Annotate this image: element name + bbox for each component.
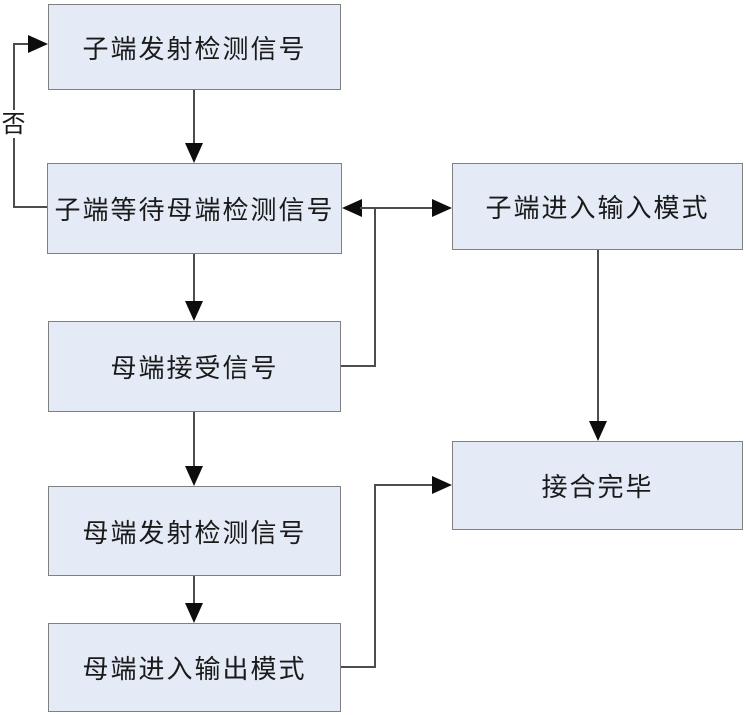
arrowhead-down-n6-icon <box>589 421 607 441</box>
connector-n4-n6-top <box>374 484 433 486</box>
connector-n2-n3-stem <box>193 412 195 467</box>
flow-node-child-enter-input-mode: 子端进入输入模式 <box>452 163 743 250</box>
arrowhead-left-n1-icon <box>342 199 362 217</box>
flow-node-child-wait-mother-signal: 子端等待母端检测信号 <box>47 163 342 254</box>
flow-node-child-transmit-signal: 子端发射检测信号 <box>48 4 341 90</box>
connector-n4-n6-bottom <box>341 666 375 668</box>
connector-no-loop-bottom <box>13 206 47 208</box>
edge-label-no: 否 <box>0 110 27 138</box>
flow-node-mother-enter-output-mode: 母端进入输出模式 <box>48 623 341 712</box>
connector-n2-junction-vertical <box>374 208 376 367</box>
arrowhead-right-n6-icon <box>432 476 452 494</box>
connector-n1-n2-stem <box>193 254 195 302</box>
arrowhead-right-n5-icon <box>432 199 452 217</box>
arrowhead-down-n4-icon <box>185 603 203 623</box>
connector-n3-n4-stem <box>193 576 195 604</box>
connector-no-loop-top <box>13 43 30 45</box>
connector-n4-n6-vertical <box>374 485 376 668</box>
arrowhead-down-n3-icon <box>185 466 203 486</box>
flow-node-mother-transmit-signal: 母端发射检测信号 <box>48 486 341 576</box>
flow-node-mother-receive-signal: 母端接受信号 <box>48 321 341 412</box>
connector-n5-n6-stem <box>597 250 599 422</box>
arrowhead-down-n2-icon <box>185 301 203 321</box>
arrowhead-down-n1-icon <box>185 143 203 163</box>
connector-n2-junction-horizontal <box>341 365 375 367</box>
arrowhead-right-n0-icon <box>28 35 48 53</box>
flow-node-mating-complete: 接合完毕 <box>452 441 743 530</box>
connector-n1-n5-line <box>360 207 434 209</box>
connector-n0-n1-stem <box>193 90 195 144</box>
